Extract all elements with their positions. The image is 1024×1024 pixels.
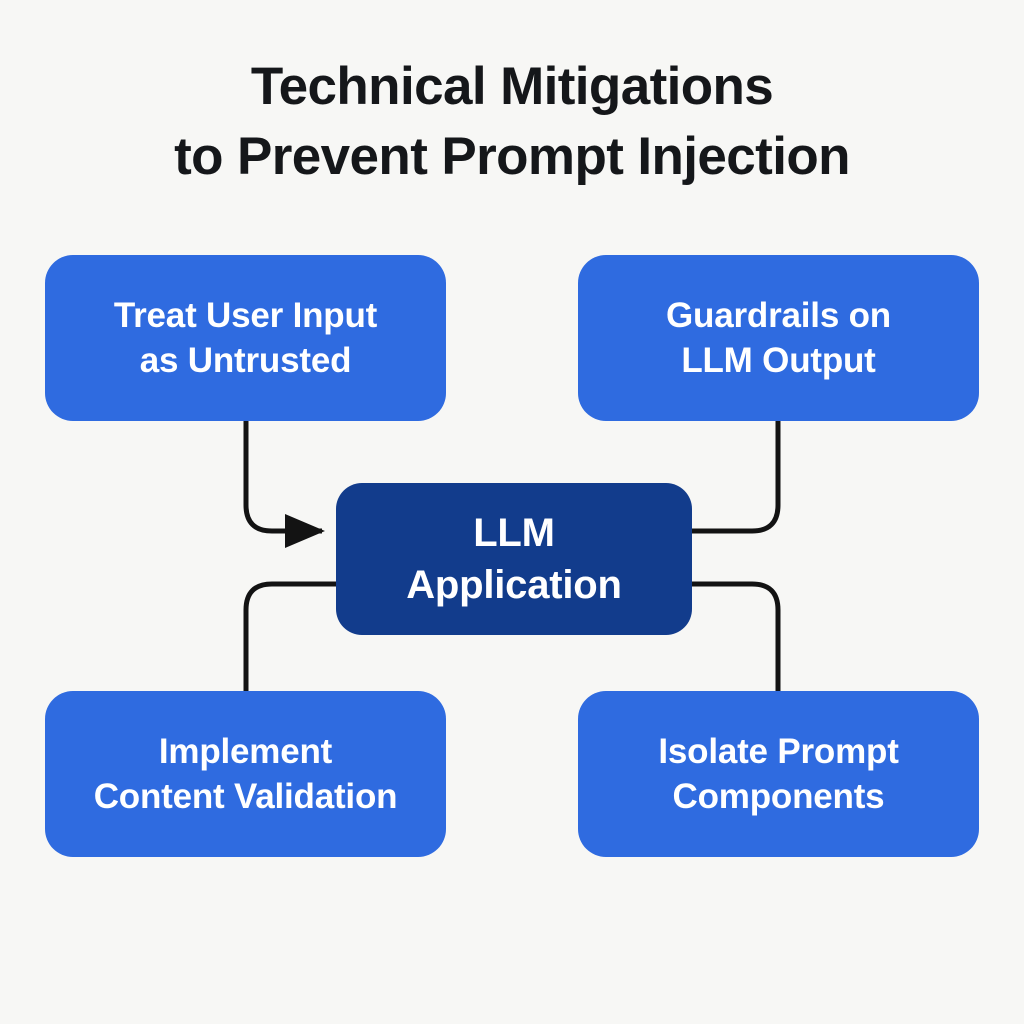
page-title-line-2: to Prevent Prompt Injection: [174, 127, 850, 187]
node-isolate-prompt-components[interactable]: Isolate Prompt Components: [578, 691, 979, 857]
connector-core-to-isolate-prompt: [692, 581, 781, 691]
connector-guardrails-to-core: [692, 421, 781, 534]
node-guardrails-on-llm-output[interactable]: Guardrails on LLM Output: [578, 255, 979, 421]
node-treat-user-input[interactable]: Treat User Input as Untrusted: [45, 255, 446, 421]
connector-treat-user-input-to-core: [243, 421, 325, 548]
node-llm-application-label: LLM Application: [406, 511, 622, 607]
node-implement-content-validation[interactable]: Implement Content Validation: [45, 691, 446, 857]
node-guardrails-on-llm-output-label: Guardrails on LLM Output: [666, 295, 891, 381]
node-isolate-prompt-components-label: Isolate Prompt Components: [658, 731, 899, 817]
node-treat-user-input-label: Treat User Input as Untrusted: [113, 295, 378, 381]
page-title: Technical Mitigations to Prevent Prompt …: [0, 52, 1024, 193]
page-title-line-1: Technical Mitigations: [250, 57, 774, 116]
connector-core-to-implement-validation: [243, 581, 336, 691]
node-llm-application[interactable]: LLM Application: [336, 483, 692, 635]
node-implement-content-validation-label: Implement Content Validation: [93, 731, 398, 817]
